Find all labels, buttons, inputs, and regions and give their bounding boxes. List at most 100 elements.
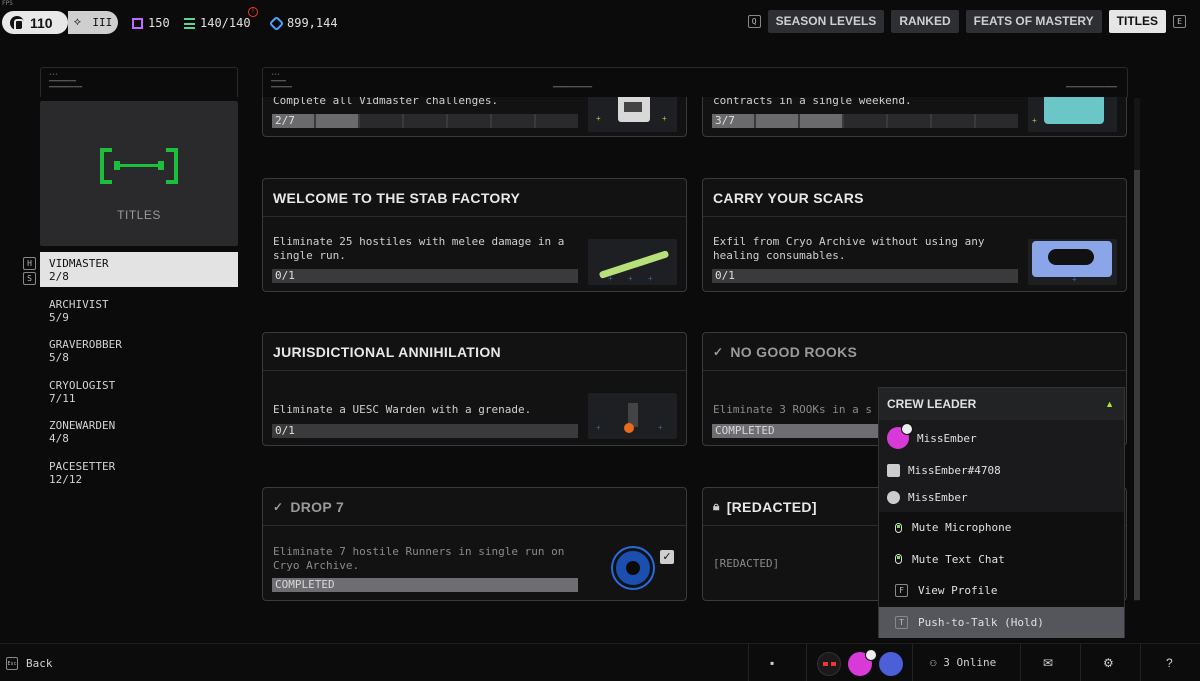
category-archivist[interactable]: ARCHIVIST 5/9 — [40, 293, 238, 334]
challenge-thumbnail: + — [1028, 239, 1117, 285]
challenge-progress-bar: 0/1 — [272, 424, 578, 438]
mouse-click-icon — [895, 554, 902, 565]
challenge-title: JURISDICTIONAL ANNIHILATION — [263, 333, 686, 371]
challenge-progress-text: 0/1 — [275, 269, 295, 282]
crew-popup-title: CREW LEADER — [887, 397, 977, 411]
challenge-description: Eliminate 3 ROOKs in a s — [713, 403, 872, 416]
frame-decoration: •••▬▬▬▬▬▬▬▬▬▬▬▬▬▬▬▬▬▬▬▬ — [49, 72, 83, 90]
challenge-progress-bar: 2/7 — [272, 114, 578, 128]
category-vidmaster[interactable]: VIDMASTER 2/8 — [40, 252, 238, 287]
nav-up-key[interactable]: H — [23, 257, 36, 270]
challenge-card[interactable]: CARRY YOUR SCARS Exfil from Cryo Archive… — [702, 178, 1127, 292]
category-cryologist[interactable]: CRYOLOGIST 7/11 — [40, 374, 238, 415]
scrollbar-thumb[interactable] — [1134, 170, 1140, 600]
online-count[interactable]: ⚇ 3 Online — [930, 656, 996, 669]
completed-checkbox-icon: ✓ — [660, 550, 674, 564]
back-label: Back — [26, 657, 53, 670]
player-level-badge[interactable]: 110 — [2, 11, 68, 34]
platform-id-row: MissEmber#4708 — [887, 464, 1001, 477]
platform-id-row: MissEmber — [887, 491, 968, 504]
challenge-description: Exfil from Cryo Archive without using an… — [713, 235, 985, 262]
leader-badge-icon — [901, 423, 913, 435]
platform-id: MissEmber#4708 — [908, 464, 1001, 477]
crew-avatar-1[interactable] — [817, 652, 841, 676]
category-name: ARCHIVIST — [49, 297, 109, 311]
top-bar: 110 ⟡ III 150 140/140 ! 899,144 Q SEASON… — [0, 7, 1200, 38]
tab-titles[interactable]: TITLES — [1108, 10, 1166, 33]
chat-icon[interactable]: ▪ — [770, 656, 775, 670]
category-zonewarden[interactable]: ZONEWARDEN 4/8 — [40, 414, 238, 455]
challenge-card[interactable]: contracts in a single weekend. 3/7 + — [702, 97, 1127, 137]
category-name: PACESETTER — [49, 459, 116, 473]
stash-value: 140/140 — [200, 16, 251, 30]
fps-label: FPS — [2, 0, 13, 7]
category-progress: 5/8 — [49, 351, 69, 364]
titles-emblem-icon — [100, 148, 178, 184]
settings-gear-icon[interactable]: ⚙ — [1103, 656, 1114, 670]
challenge-progress-text: COMPLETED — [275, 578, 335, 591]
collapse-arrow-icon[interactable]: ▲ — [1105, 399, 1114, 409]
keys-value: 150 — [148, 16, 170, 30]
category-progress: 7/11 — [49, 391, 76, 405]
runner-icon — [10, 15, 24, 31]
back-button[interactable]: Esc Back — [6, 657, 53, 670]
key-hint: T — [895, 615, 908, 629]
sidebar-frame: •••▬▬▬▬▬▬▬▬▬▬▬▬▬▬▬▬▬▬▬▬ — [40, 67, 238, 97]
category-name: CRYOLOGIST — [49, 378, 116, 392]
challenge-thumbnail: +++ — [588, 239, 677, 285]
challenge-thumbnail: + + — [588, 97, 677, 132]
crew-popup-header[interactable]: CREW LEADER ▲ — [879, 388, 1124, 420]
mail-icon[interactable]: ✉ — [1043, 656, 1054, 670]
challenge-card[interactable]: ✓ DROP 7 Eliminate 7 hostile Runners in … — [262, 487, 687, 601]
challenge-progress-bar: COMPLETED — [272, 578, 578, 592]
challenge-progress-bar: 0/1 — [272, 269, 578, 283]
crew-member-row[interactable]: MissEmber — [887, 423, 977, 449]
steam-icon — [887, 491, 900, 504]
challenge-title: WELCOME TO THE STAB FACTORY — [263, 179, 686, 217]
crew-avatar-2[interactable] — [848, 649, 877, 676]
challenge-list-frame: •••▬▬▬▬▬▬▬▬▬▬▬▬ ▬▬▬▬▬▬▬▬▬▬▬▬▬ ▬▬▬▬▬▬▬▬▬▬… — [262, 67, 1128, 97]
frame-decoration: ▬▬▬▬▬▬▬▬▬▬▬▬▬▬▬▬▬ — [1065, 84, 1117, 90]
crew-avatar-3[interactable] — [879, 652, 903, 676]
challenge-thumbnail: + — [1028, 97, 1117, 132]
bungie-icon — [887, 464, 900, 477]
mute-microphone-item[interactable]: Mute Microphone — [879, 512, 1124, 544]
tab-season-levels[interactable]: SEASON LEVELS — [767, 10, 885, 33]
category-progress: 5/9 — [49, 310, 69, 324]
keys-icon — [132, 17, 143, 29]
push-to-talk-item[interactable]: T Push-to-Talk (Hold) — [879, 606, 1124, 638]
leader-badge-icon — [865, 649, 877, 661]
challenge-title: CARRY YOUR SCARS — [703, 179, 1126, 217]
key-hint: F — [895, 584, 908, 598]
menu-item-label: Push-to-Talk (Hold) — [918, 615, 1044, 629]
stash-alert-icon: ! — [248, 7, 258, 17]
rank-tier: III — [92, 16, 113, 29]
online-label: 3 Online — [943, 656, 997, 669]
view-profile-item[interactable]: F View Profile — [879, 575, 1124, 607]
player-level: 110 — [30, 14, 53, 31]
category-graverobber[interactable]: GRAVEROBBER 5/8 — [40, 333, 238, 374]
check-icon: ✓ — [713, 344, 724, 359]
tab-feats-of-mastery[interactable]: FEATS OF MASTERY — [965, 10, 1102, 33]
player-avatar — [887, 423, 913, 449]
check-icon: ✓ — [273, 499, 284, 514]
challenge-card[interactable]: WELCOME TO THE STAB FACTORY Eliminate 25… — [262, 178, 687, 292]
tab-next-key[interactable]: E — [1173, 15, 1186, 28]
challenge-progress-text: 3/7 — [715, 114, 735, 127]
challenge-card[interactable]: JURISDICTIONAL ANNIHILATION Eliminate a … — [262, 332, 687, 446]
nav-down-key[interactable]: S — [23, 272, 36, 285]
help-icon[interactable]: ? — [1166, 656, 1173, 670]
mute-text-chat-item[interactable]: Mute Text Chat — [879, 544, 1124, 576]
credits-icon — [268, 15, 285, 31]
challenge-progress-text: COMPLETED — [715, 424, 775, 437]
tab-prev-key[interactable]: Q — [747, 15, 761, 28]
friends-icon: ⚇ — [930, 656, 937, 669]
lock-icon: 🔒︎ — [713, 499, 720, 513]
rank-badge[interactable]: ⟡ III — [68, 11, 118, 34]
tab-ranked[interactable]: RANKED — [891, 10, 959, 33]
category-pacesetter[interactable]: PACESETTER 12/12 — [40, 455, 238, 496]
challenge-card[interactable]: Complete all Vidmaster challenges. 2/7 +… — [262, 97, 687, 137]
challenge-description: [REDACTED] — [713, 557, 780, 570]
keys-stat: 150 — [132, 16, 170, 30]
titles-panel-label: TITLES — [117, 208, 161, 222]
